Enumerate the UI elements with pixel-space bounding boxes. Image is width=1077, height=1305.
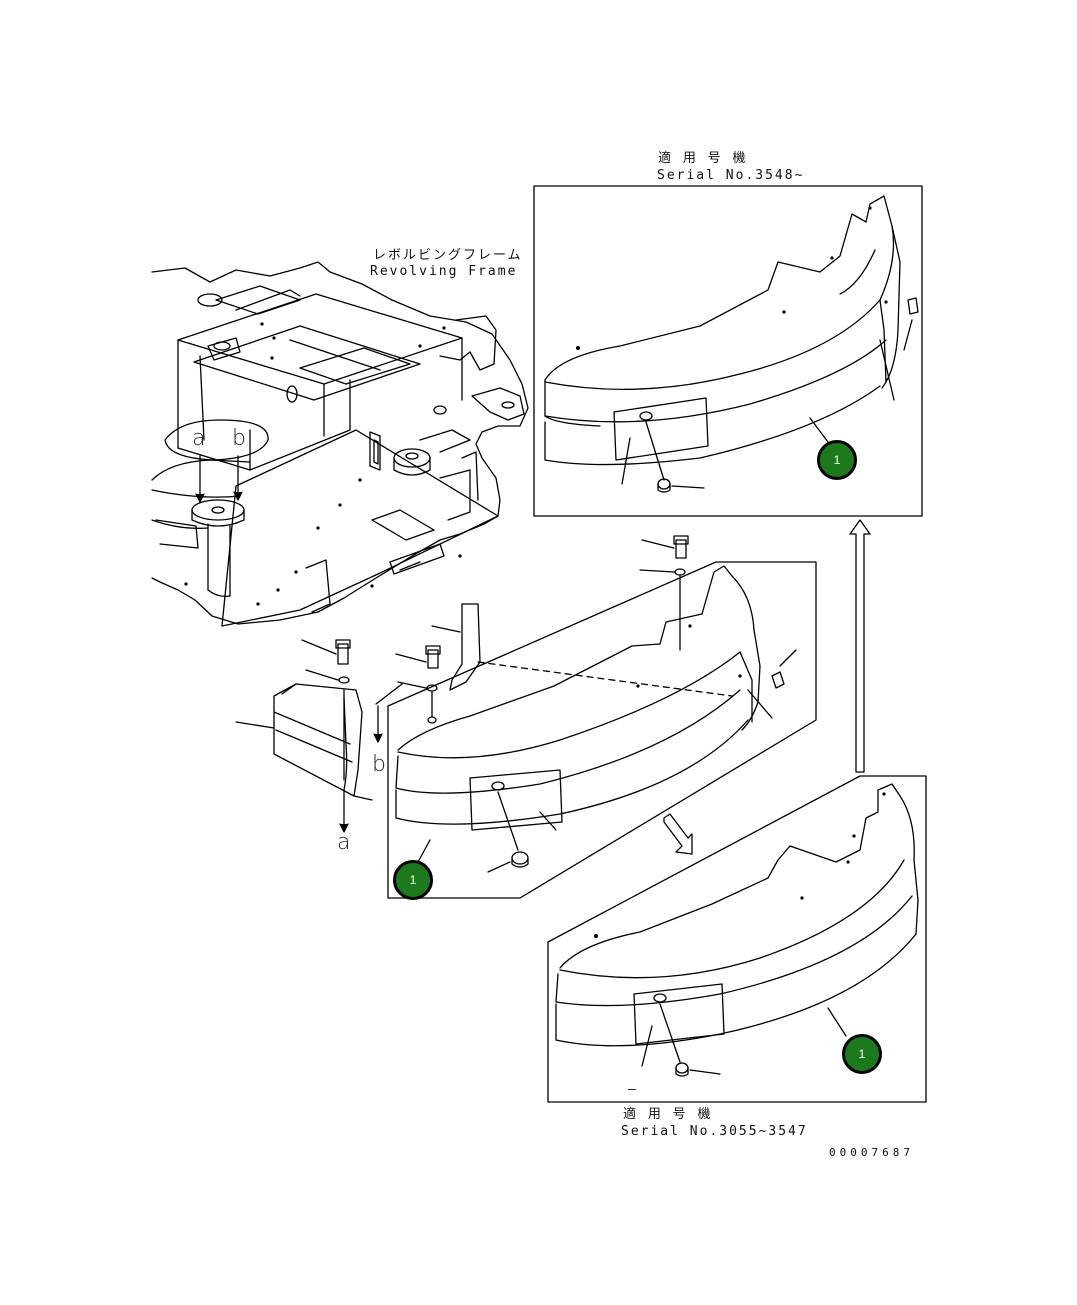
- dash-mark: –: [628, 1082, 638, 1097]
- top-serial-label-en: Serial No.3548~: [657, 168, 805, 183]
- letter-a-lower: a: [337, 830, 351, 855]
- part-callout-1-main[interactable]: 1: [393, 860, 433, 900]
- counterweight-bottom-drawing: [547, 775, 927, 1103]
- transition-arrows: [663, 519, 871, 855]
- part-callout-1-top[interactable]: 1: [817, 440, 857, 480]
- top-serial-label-jp: 適 用 号 機: [658, 151, 748, 166]
- frame-label-en: Revolving Frame: [370, 264, 518, 279]
- revolving-frame-drawing: [151, 261, 529, 627]
- bottom-serial-label-jp: 適 用 号 機: [623, 1107, 713, 1122]
- bottom-serial-label-en: Serial No.3055~3547: [621, 1124, 808, 1139]
- letter-a-top: a: [192, 426, 206, 451]
- frame-label-jp: レボルビングフレーム: [373, 248, 523, 263]
- drawing-number: 00007687: [829, 1146, 914, 1159]
- counterweight-top-drawing: [533, 185, 923, 517]
- part-callout-1-bottom[interactable]: 1: [842, 1034, 882, 1074]
- counterweight-main-drawing: [235, 535, 817, 899]
- letter-b-top: b: [232, 426, 246, 451]
- letter-b-lower: b: [372, 752, 386, 777]
